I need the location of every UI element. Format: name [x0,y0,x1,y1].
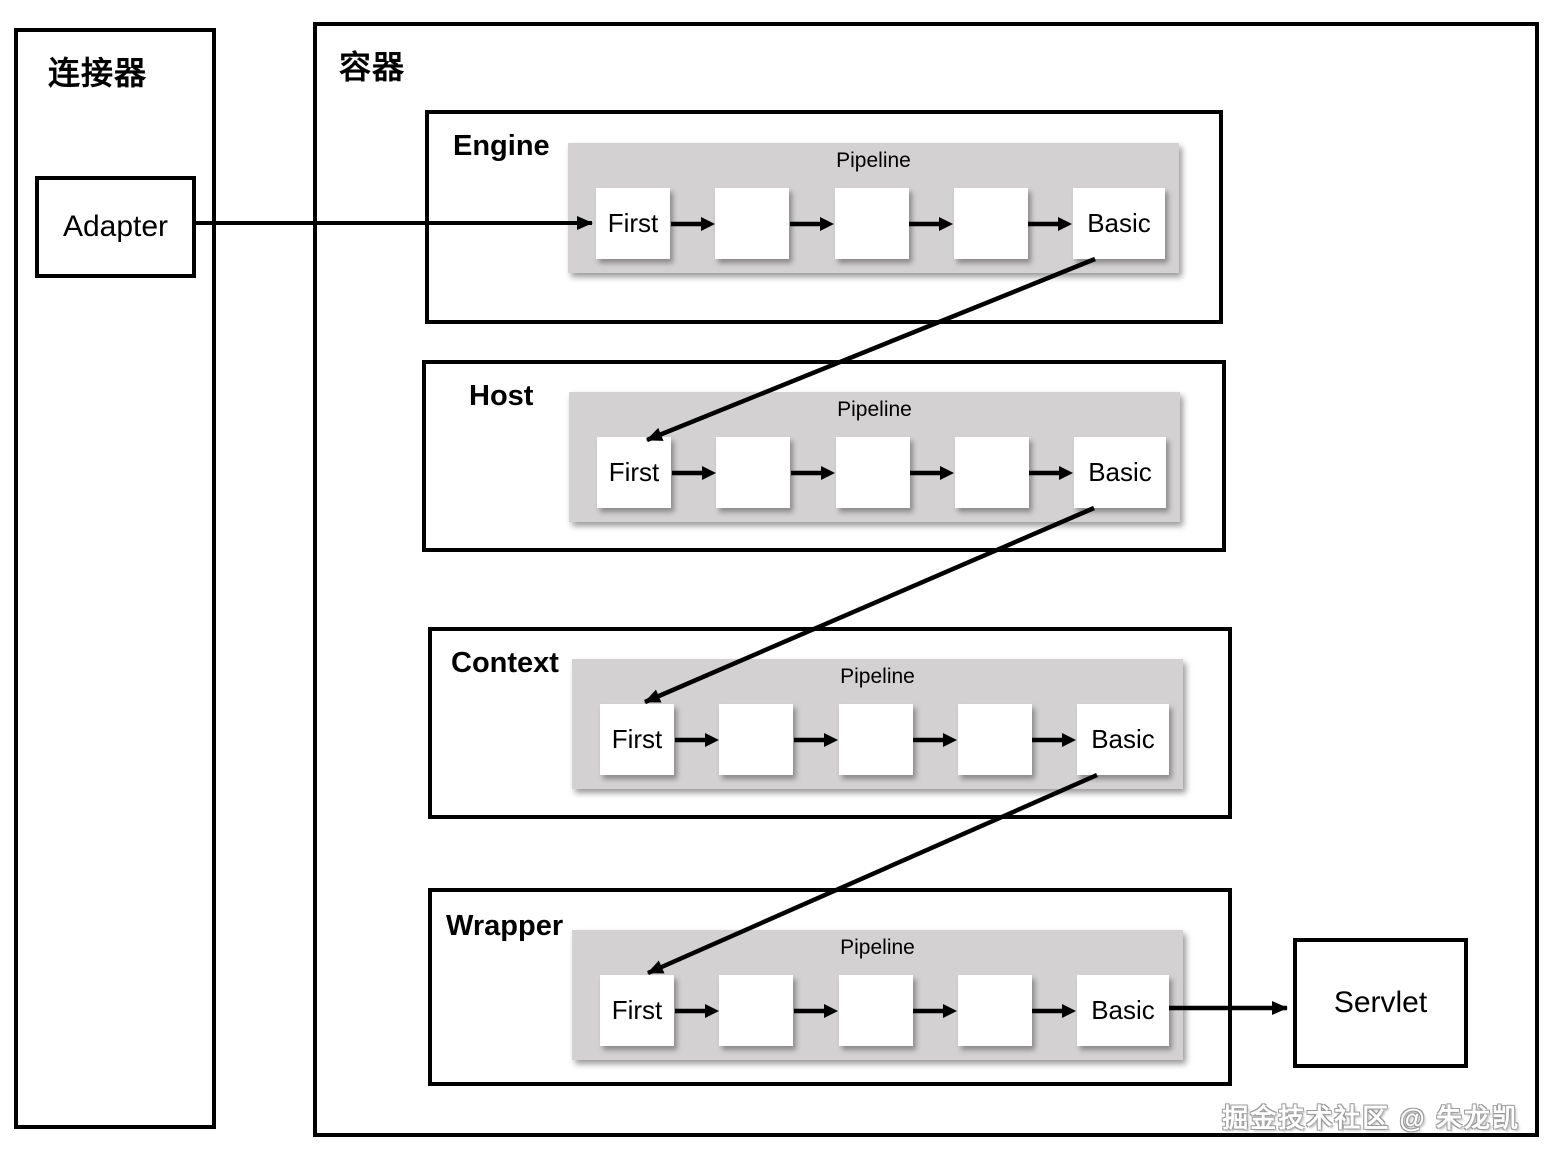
right-arrow-icon [674,732,719,747]
basic-valve: Basic [1077,704,1169,775]
right-arrow-icon [1028,216,1073,231]
engine-label: Engine [453,130,550,162]
valve [953,188,1028,259]
right-arrow-icon [793,732,838,747]
connector-title: 连接器 [48,55,148,91]
context-pipeline: Pipeline First Basic [572,659,1183,789]
context-box: Context Pipeline First Basic [428,627,1232,819]
right-arrow-icon [793,1003,838,1018]
valve [719,704,794,775]
basic-valve: Basic [1073,188,1165,259]
host-valve-row: First Basic [597,437,1166,508]
valve [954,437,1029,508]
valve [716,437,791,508]
first-valve: First [596,188,670,259]
engine-pipeline: Pipeline First Basic [568,143,1179,273]
valve [838,704,913,775]
right-arrow-icon [909,216,954,231]
right-arrow-icon [670,216,715,231]
engine-box: Engine Pipeline First Basic [425,110,1223,324]
right-arrow-icon [790,465,835,480]
pipeline-title: Pipeline [840,665,915,688]
valve [838,975,913,1046]
adapter-box: Adapter [35,176,196,278]
valve [834,188,909,259]
right-arrow-icon [1032,1003,1077,1018]
right-arrow-icon [913,1003,958,1018]
wrapper-label: Wrapper [446,910,564,942]
first-valve: First [600,975,674,1046]
valve [719,975,794,1046]
right-arrow-icon [1032,732,1077,747]
host-pipeline: Pipeline First Basic [569,392,1180,522]
right-arrow-icon [1029,465,1074,480]
connector-panel: 连接器 Adapter [14,28,216,1129]
context-label: Context [451,647,559,679]
wrapper-pipeline: Pipeline First Basic [572,930,1183,1060]
container-title: 容器 [339,49,406,85]
first-valve: First [600,704,674,775]
valve [715,188,790,259]
wrapper-valve-row: First Basic [600,975,1169,1046]
pipeline-title: Pipeline [836,149,911,172]
wrapper-box: Wrapper Pipeline First Basic [428,888,1232,1086]
servlet-box: Servlet [1293,938,1468,1068]
right-arrow-icon [789,216,834,231]
valve [957,975,1032,1046]
basic-valve: Basic [1077,975,1169,1046]
right-arrow-icon [671,465,716,480]
right-arrow-icon [910,465,955,480]
pipeline-title: Pipeline [840,936,915,959]
watermark: 掘金技术社区 @ 朱龙凯 [1222,1103,1520,1133]
host-label: Host [469,380,534,412]
pipeline-title: Pipeline [837,398,912,421]
right-arrow-icon [674,1003,719,1018]
context-valve-row: First Basic [600,704,1169,775]
valve [835,437,910,508]
first-valve: First [597,437,671,508]
valve [957,704,1032,775]
basic-valve: Basic [1074,437,1166,508]
right-arrow-icon [913,732,958,747]
host-box: Host Pipeline First Basic [422,360,1226,552]
engine-valve-row: First Basic [596,188,1165,259]
